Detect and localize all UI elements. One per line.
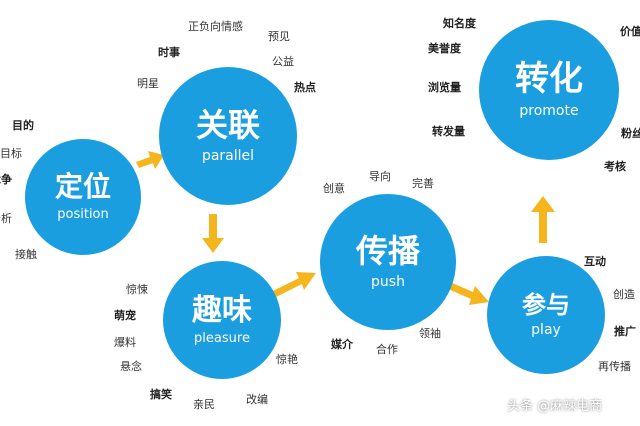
keyword: 创意 bbox=[323, 182, 345, 195]
keyword: 惊悚 bbox=[126, 283, 148, 296]
keyword: 互动 bbox=[584, 255, 606, 268]
circle-pleasure-subtitle: pleasure bbox=[194, 331, 250, 346]
keyword: 合作 bbox=[376, 343, 398, 356]
keyword: 分析 bbox=[0, 212, 12, 225]
keyword: 爆料 bbox=[114, 336, 136, 349]
circle-position-title: 定位 bbox=[54, 170, 111, 204]
keyword: 再传播 bbox=[598, 360, 631, 373]
keyword: 公益 bbox=[272, 55, 294, 68]
keyword: 目标 bbox=[0, 147, 22, 160]
circle-push: 传播 push bbox=[320, 194, 456, 330]
keyword: 美誉度 bbox=[428, 42, 461, 55]
keyword: 考核 bbox=[604, 160, 626, 173]
keyword: 价值 bbox=[620, 25, 640, 38]
keyword: 惊艳 bbox=[276, 353, 298, 366]
circle-parallel-title: 关联 bbox=[195, 106, 260, 145]
circle-push-title: 传播 bbox=[355, 232, 420, 271]
keyword: 搞笑 bbox=[150, 388, 172, 401]
circle-promote-title: 转化 bbox=[515, 59, 583, 100]
keyword: 预见 bbox=[268, 30, 290, 43]
keyword: 转发量 bbox=[432, 125, 465, 138]
keyword: 萌宠 bbox=[114, 309, 136, 322]
keyword: 浏览量 bbox=[428, 81, 461, 94]
keyword: 完善 bbox=[412, 177, 434, 190]
keyword: 目的 bbox=[12, 119, 34, 132]
keyword: 正负向情感 bbox=[188, 20, 243, 33]
keyword: 亲民 bbox=[193, 398, 215, 411]
keyword: 创造 bbox=[613, 288, 635, 301]
circle-position-subtitle: position bbox=[57, 206, 109, 222]
keyword: 热点 bbox=[294, 81, 316, 94]
circle-parallel-subtitle: parallel bbox=[201, 147, 255, 164]
circle-parallel: 关联 parallel bbox=[159, 67, 297, 205]
arrow-position-to-parallel bbox=[136, 151, 164, 169]
arrow-push-to-play bbox=[448, 282, 489, 305]
keyword: 明星 bbox=[137, 77, 159, 90]
keyword: 改编 bbox=[246, 393, 268, 406]
circle-play: 参与 play bbox=[487, 256, 605, 374]
circle-pleasure-title: 趣味 bbox=[192, 293, 252, 328]
arrow-parallel-to-pleasure bbox=[202, 214, 224, 253]
arrow-pleasure-to-push bbox=[271, 272, 316, 298]
keyword: 悬念 bbox=[120, 360, 142, 373]
circle-play-title: 参与 bbox=[522, 290, 570, 319]
circle-play-subtitle: play bbox=[531, 322, 561, 339]
keyword: 推广 bbox=[614, 325, 636, 338]
keyword: 媒介 bbox=[331, 338, 353, 351]
keyword: 竞争 bbox=[0, 173, 12, 186]
keyword: 接触 bbox=[15, 248, 37, 261]
circle-promote-subtitle: promote bbox=[519, 102, 579, 119]
keyword: 领袖 bbox=[419, 327, 441, 340]
circle-position: 定位 position bbox=[25, 139, 141, 255]
keyword: 时事 bbox=[158, 46, 180, 59]
circle-promote: 转化 promote bbox=[479, 20, 619, 160]
circle-push-subtitle: push bbox=[371, 273, 405, 290]
watermark: 头条 @麻辣电商 bbox=[507, 399, 603, 414]
keyword: 粉丝 bbox=[621, 127, 640, 140]
keyword: 知名度 bbox=[443, 17, 476, 30]
circle-pleasure: 趣味 pleasure bbox=[163, 261, 281, 379]
keyword: 导向 bbox=[369, 170, 391, 183]
arrow-play-to-promote bbox=[531, 196, 555, 243]
